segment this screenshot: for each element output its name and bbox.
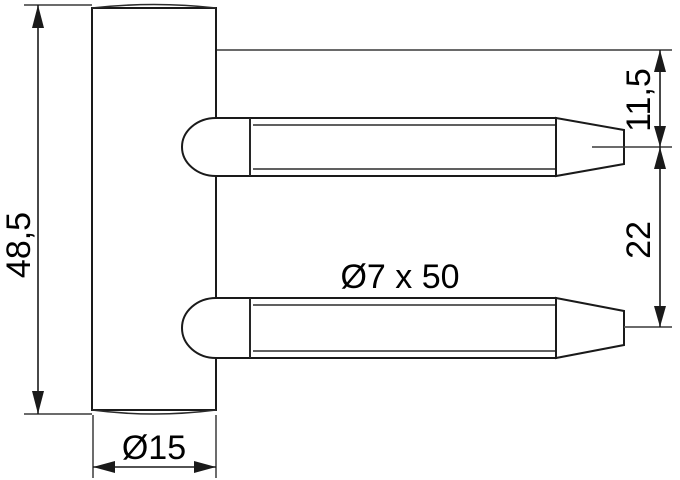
dimension-pin-spacing: 22 xyxy=(620,147,666,327)
dimension-label-overall-height: 48,5 xyxy=(0,212,38,278)
dimension-label-body-diameter: Ø15 xyxy=(122,429,186,467)
label-pin-specification: Ø7 x 50 xyxy=(340,258,459,296)
dimension-top-pin-offset: 11,5 xyxy=(592,50,672,148)
lower-pin xyxy=(181,296,625,360)
dimension-label-top-pin-offset: 11,5 xyxy=(620,68,658,132)
pin-specification-label: Ø7 x 50 xyxy=(340,258,459,296)
dimension-overall-height: 48,5 xyxy=(0,4,92,415)
dimension-body-diameter: Ø15 xyxy=(92,415,217,478)
dimension-label-pin-spacing: 22 xyxy=(620,221,658,259)
upper-pin xyxy=(181,116,625,178)
hinge-body-plate xyxy=(91,3,217,415)
